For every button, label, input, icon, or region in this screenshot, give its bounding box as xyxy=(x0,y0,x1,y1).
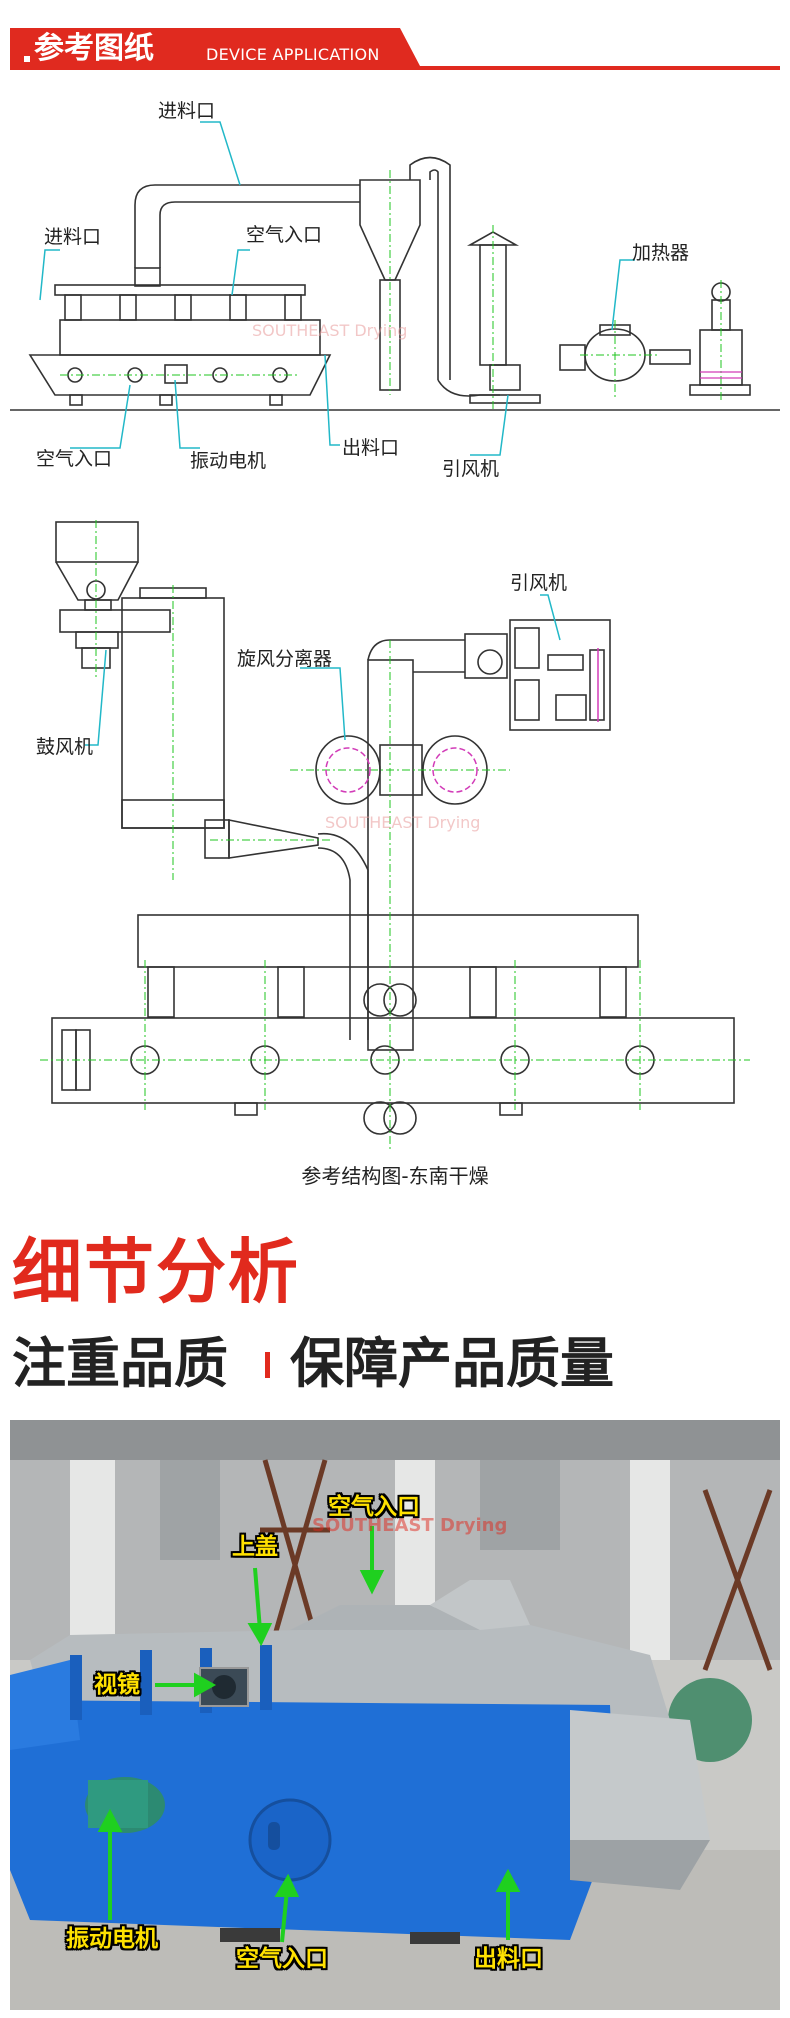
drawing-2-cyclone-markers xyxy=(325,648,599,793)
label-vibration-motor: 振动电机 xyxy=(190,450,267,472)
photo-watermark: SOUTHEAST Drying xyxy=(312,1515,508,1536)
machine-photo-illustration xyxy=(10,1420,780,2010)
section-header: 参考图纸 DEVICE APPLICATION xyxy=(10,8,780,70)
drawing-1-leaders xyxy=(39,121,635,456)
header-title-cn: 参考图纸 xyxy=(34,31,154,66)
machine-photo: SOUTHEAST Drying 上盖 空气入口 视镜 振动电机 空气入口 出料… xyxy=(10,1420,780,2010)
label-air-inlet-bottom: 空气入口 xyxy=(36,448,113,470)
drawing-caption: 参考结构图-东南干燥 xyxy=(301,1164,489,1188)
drawing-1-heater-markers xyxy=(700,371,742,379)
label-outlet: 出料口 xyxy=(342,437,400,459)
photo-label-air-inlet-bottom: 空气入口 xyxy=(236,1946,328,1972)
section-title: 细节分析 xyxy=(12,1231,300,1313)
drawing-2-centerlines xyxy=(40,520,750,1150)
label-cyclone: 旋风分离器 xyxy=(237,648,333,670)
drawing-2-structure xyxy=(51,521,735,1135)
drawing-1-centerlines xyxy=(60,170,722,410)
label-heater: 加热器 xyxy=(632,242,690,264)
label-blower: 鼓风机 xyxy=(36,736,94,758)
reference-drawings xyxy=(10,121,780,1150)
label-feed-inlet-top: 进料口 xyxy=(158,100,216,122)
label-air-inlet-top: 空气入口 xyxy=(246,224,323,246)
watermark-1: SOUTHEAST Drying xyxy=(252,321,408,340)
section-subtitle-left: 注重品质 xyxy=(12,1332,228,1395)
watermark-2: SOUTHEAST Drying xyxy=(325,813,481,832)
photo-label-air-inlet-top: 空气入口 xyxy=(328,1494,420,1520)
header-underline xyxy=(10,66,780,70)
header-title-en: DEVICE APPLICATION xyxy=(206,45,380,64)
photo-label-outlet: 出料口 xyxy=(474,1946,543,1972)
label-induced-fan-2: 引风机 xyxy=(510,572,568,594)
photo-label-vibration-motor: 振动电机 xyxy=(66,1926,158,1952)
header-dot xyxy=(24,56,30,62)
photo-label-top-cover: 上盖 xyxy=(232,1534,278,1560)
drawing-2-leaders xyxy=(85,594,561,746)
photo-label-sight-glass: 视镜 xyxy=(94,1672,140,1698)
label-induced-fan-1: 引风机 xyxy=(442,458,500,480)
subtitle-divider xyxy=(265,1352,270,1378)
label-feed-inlet-left: 进料口 xyxy=(44,226,102,248)
section-subtitle-right: 保障产品质量 xyxy=(290,1332,614,1395)
header-red-tab xyxy=(10,28,420,66)
drawing-1-system-layout xyxy=(10,156,780,411)
